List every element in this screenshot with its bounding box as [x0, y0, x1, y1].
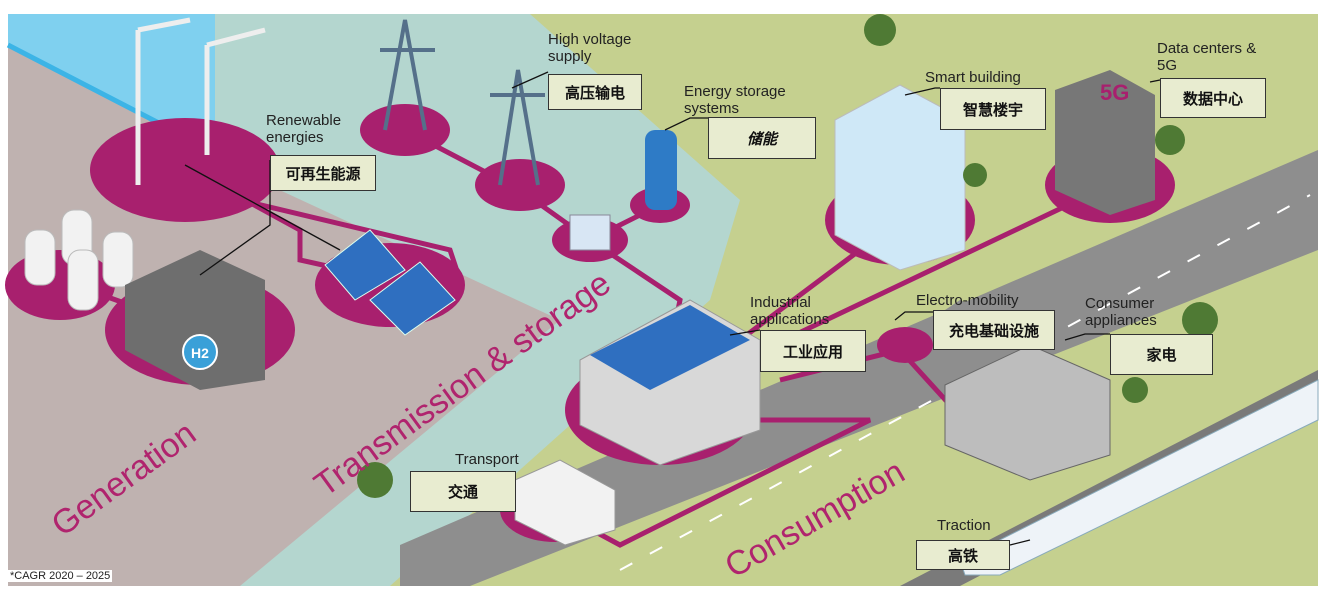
renewable-energies-label: Renewable energies	[266, 112, 342, 146]
5g-icon: 5G	[1100, 80, 1129, 105]
data-centers-label: Data centers & 5G	[1157, 40, 1257, 74]
traction-label: Traction	[937, 517, 991, 534]
transport-label: Transport	[455, 451, 519, 468]
renewable-energies-cn-label: 可再生能源	[270, 155, 376, 191]
consumer-appliances-label: Consumer appliances	[1085, 295, 1157, 329]
h2-icon	[182, 334, 218, 370]
consumer-appliances-cn-label: 家电	[1110, 334, 1213, 375]
trees	[357, 14, 1218, 498]
factory-solar-roof	[590, 305, 750, 390]
data-centers-cn-label: 数据中心	[1160, 78, 1266, 118]
smart-building-label: Smart building	[925, 69, 1021, 86]
transport-cn-label: 交通	[410, 471, 516, 512]
smart-building	[834, 84, 966, 271]
water	[8, 14, 215, 150]
smart-building-cn-label: 智慧楼宇	[940, 88, 1046, 130]
railway	[900, 370, 1318, 586]
road-marking	[619, 194, 1311, 571]
wind-turbines	[135, 17, 266, 185]
high-speed-train	[959, 379, 1319, 576]
data-center	[1055, 70, 1155, 215]
industrial-applications-cn-label: 工业应用	[760, 330, 866, 372]
electro-mobility-cn-label: 充电基础设施	[933, 310, 1055, 350]
battery-storage	[645, 130, 677, 210]
h2-icon-text: H2	[191, 345, 209, 361]
storage-tanks	[24, 209, 134, 311]
footnote: *CAGR 2020 – 2025	[8, 570, 113, 582]
energy-storage-cn-label: 储能	[708, 117, 816, 159]
truck	[514, 459, 616, 546]
high-voltage-label: High voltage supply	[548, 31, 632, 65]
traction-cn-label: 高铁	[916, 540, 1010, 570]
hydrogen-plant	[125, 250, 265, 390]
power-pylons	[380, 19, 545, 186]
electro-mobility-label: Electro-mobility	[916, 292, 1019, 309]
substation	[569, 214, 611, 251]
energy-storage-label: Energy storage systems	[684, 83, 786, 117]
high-voltage-cn-label: 高压输电	[548, 74, 642, 110]
solar-panels	[324, 229, 456, 336]
industrial-applications-label: Industrial applications	[750, 294, 830, 328]
